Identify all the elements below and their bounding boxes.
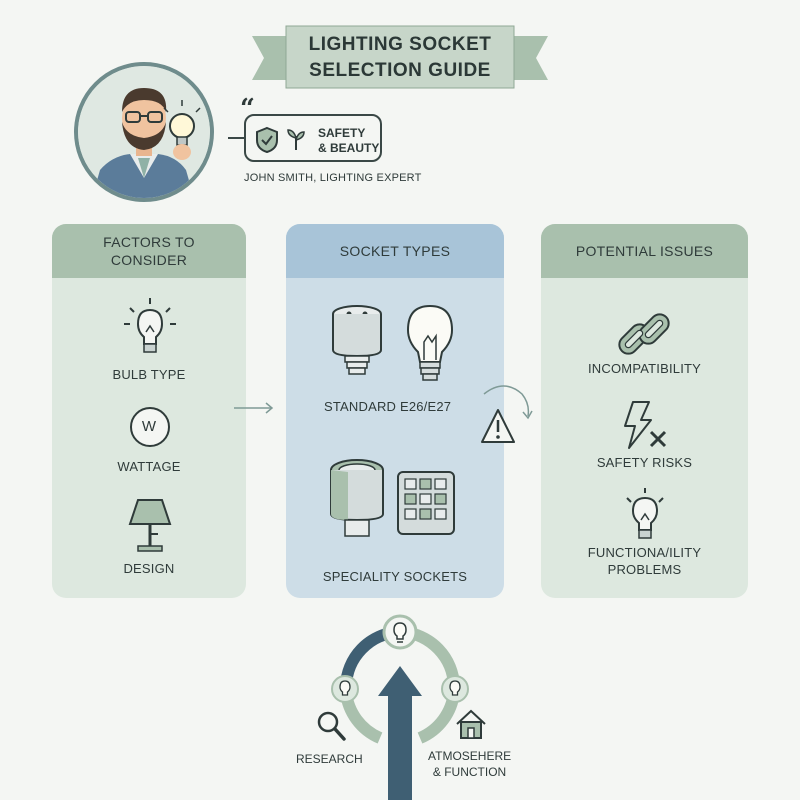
expert-avatar — [74, 62, 214, 202]
quote-line-2: & BEAUTY — [318, 141, 380, 155]
title-line-1: LIGHTING SOCKET — [308, 34, 492, 55]
socket-icon — [332, 305, 382, 375]
lightbulb-icon — [626, 488, 664, 539]
lightbulb-icon — [331, 675, 359, 703]
wattage-icon — [130, 407, 170, 447]
bulb-icon — [406, 304, 454, 381]
factor-bulb-type: BULB TYPE — [112, 367, 186, 382]
research-label: RESEARCH — [296, 752, 363, 766]
magnifier-icon — [317, 711, 346, 741]
lightning-icon — [624, 401, 667, 449]
atmosphere-label-line-1: ATMOSEHERE — [428, 749, 512, 763]
lightbulb-icon — [382, 614, 418, 650]
chain-link-icon — [618, 313, 670, 355]
issue-incompatibility: INCOMPATIBILITY — [587, 361, 702, 376]
title-banner: LIGHTING SOCKET SELECTION GUIDE — [252, 22, 548, 94]
quote-pointer — [228, 137, 244, 139]
factors-heading-line-1: FACTORS TO — [103, 234, 195, 250]
lightbulb-icon — [441, 675, 469, 703]
factor-design: DESIGN — [123, 561, 175, 576]
socket-grid-icon — [397, 471, 455, 535]
warning-icon — [481, 385, 533, 443]
quote-box: SAFETY & BEAUTY — [244, 114, 382, 162]
flow-arrow-icon — [234, 402, 274, 414]
page-title: LIGHTING SOCKET SELECTION GUIDE — [252, 32, 548, 84]
issue-functionality: FUNCTIONA/ILITY PROBLEMS — [541, 544, 748, 578]
factors-panel: FACTORS TO CONSIDER BULB TYPE W WATTAGE … — [52, 224, 246, 598]
factors-heading-line-2: CONSIDER — [110, 252, 188, 268]
house-icon — [456, 709, 486, 739]
issue-functionality-line-1: FUNCTIONA/ILITY — [587, 545, 702, 560]
atmosphere-label-line-2: & FUNCTION — [432, 765, 507, 779]
lightbulb-icon — [124, 298, 176, 353]
specialty-socket-icon — [330, 459, 384, 537]
atmosphere-label: ATMOSEHERE & FUNCTION — [428, 748, 511, 780]
issues-panel: POTENTIAL ISSUES INCOMPATIBILITY SAFETY … — [541, 224, 748, 598]
socket-speciality: SPECIALITY SOCKETS — [322, 569, 468, 584]
issue-safety-risks: SAFETY RISKS — [596, 455, 693, 470]
socket-types-heading: SOCKET TYPES — [286, 224, 504, 278]
socket-types-panel: SOCKET TYPES STANDARD E26/E27 — [286, 224, 504, 598]
quote-text: SAFETY & BEAUTY — [318, 126, 379, 156]
wattage-symbol: W — [141, 418, 157, 435]
process-cycle — [300, 610, 500, 800]
socket-standard: STANDARD E26/E27 — [324, 399, 452, 414]
leaf-icon — [287, 129, 305, 150]
shield-icon — [256, 126, 278, 154]
quote-line-1: SAFETY — [318, 126, 366, 140]
issues-heading: POTENTIAL ISSUES — [541, 224, 748, 278]
factors-heading: FACTORS TO CONSIDER — [52, 224, 246, 278]
issue-functionality-line-2: PROBLEMS — [607, 562, 682, 577]
lamp-icon — [128, 499, 172, 552]
expert-quote: “ SAFETY & BEAUTY JOHN SMITH, LIGHTING E… — [228, 94, 472, 192]
expert-name: JOHN SMITH, LIGHTING EXPERT — [244, 172, 422, 184]
title-line-2: SELECTION GUIDE — [309, 60, 491, 81]
factor-wattage: WATTAGE — [117, 459, 181, 474]
